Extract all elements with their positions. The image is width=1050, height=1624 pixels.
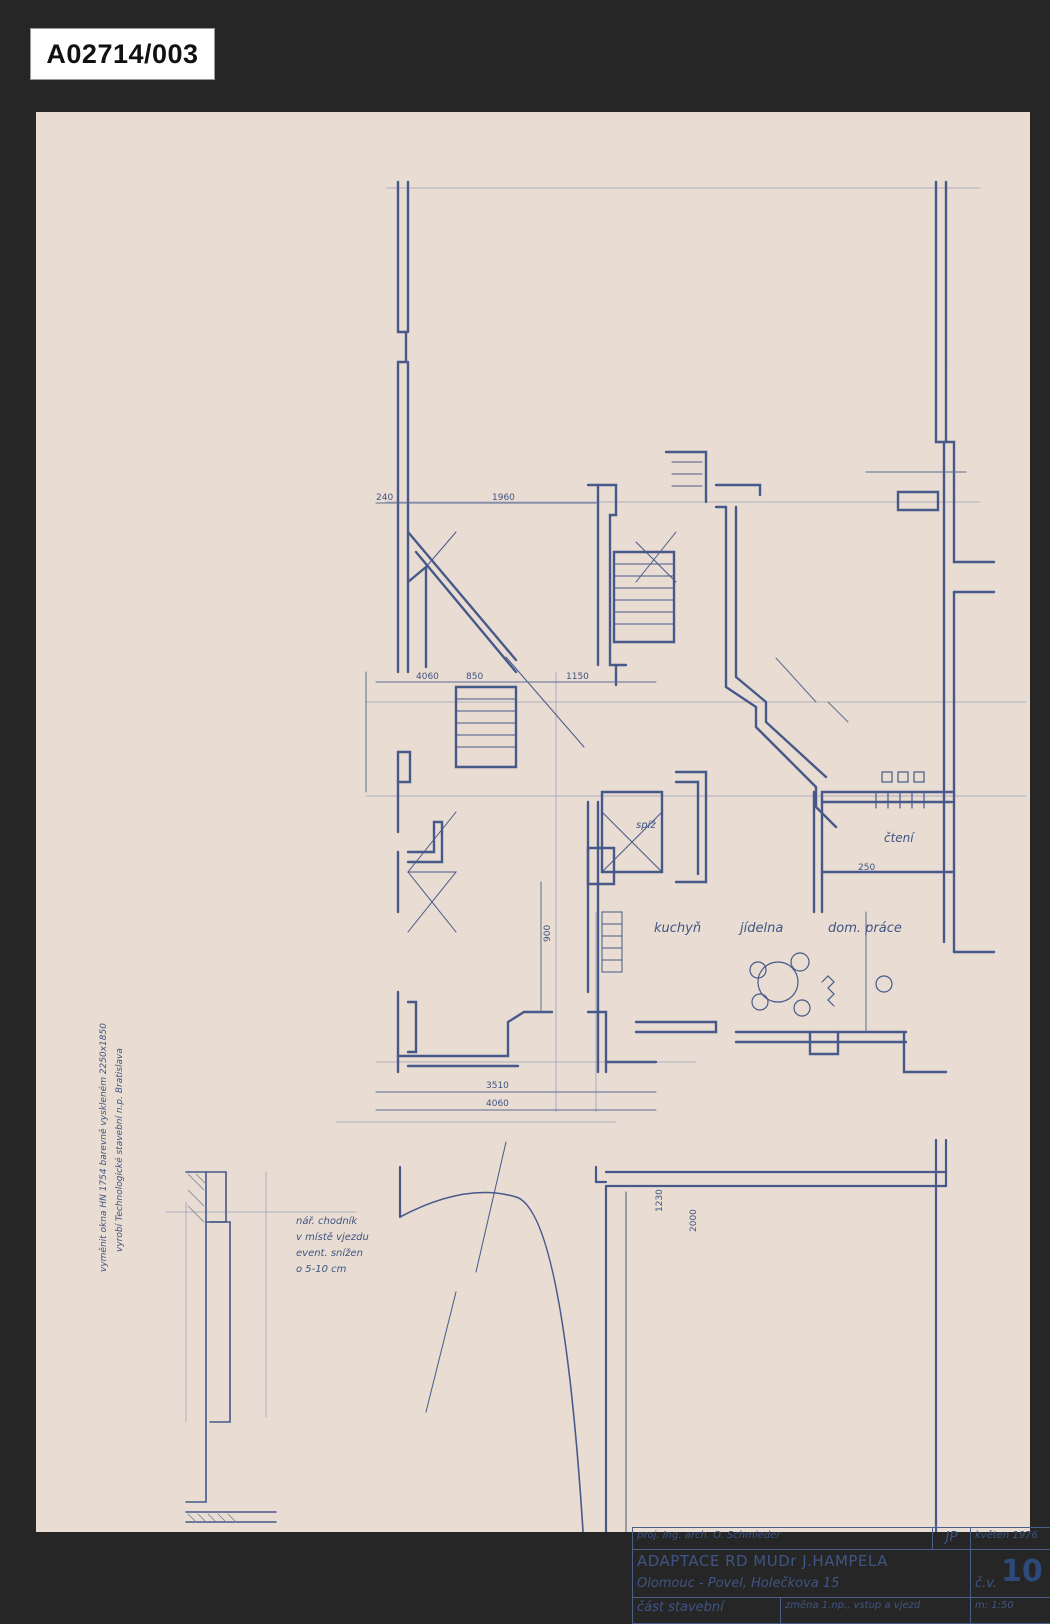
- street-note-line: v místě vjezdu: [296, 1231, 369, 1243]
- window-note-line: vyměnit okna HN 1754 barevně vyskleném 2…: [98, 1023, 109, 1272]
- scale-value: 1:50: [991, 1600, 1014, 1611]
- dimension-label: 850: [466, 672, 483, 682]
- street-note-line: event. snížen: [296, 1247, 363, 1259]
- dimension-label: 250: [858, 863, 875, 873]
- dimension-label: 3510: [486, 1081, 509, 1091]
- project-address: Olomouc - Povel, Holečkova 15: [633, 1574, 971, 1598]
- room-label-dining: jídelna: [738, 921, 783, 936]
- floor-plan-drawing: kuchyň jídelna dom. práce spíž čtení 196…: [98, 180, 1027, 1532]
- room-label-reading: čtení: [884, 831, 915, 845]
- room-label-kitchen: kuchyň: [654, 921, 701, 936]
- scale-label: m:: [975, 1600, 989, 1611]
- dimension-label: 1960: [492, 493, 515, 503]
- dimension-label: 4060: [486, 1099, 509, 1109]
- drawing-scale: m: 1:50: [971, 1598, 1050, 1623]
- sheet-number-box: č.v. 10: [971, 1550, 1050, 1598]
- dimension-label: 240: [376, 493, 393, 503]
- title-block-designer-row: proj. Ing. arch. O. Schmieder JP květen …: [633, 1528, 1050, 1550]
- dimension-label: 1150: [566, 672, 589, 682]
- title-block-content-row: část stavební změna 1.np., vstup a vjezd…: [633, 1598, 1050, 1623]
- drawing-date: květen 1976: [975, 1530, 1038, 1541]
- dimension-label: 4060: [416, 672, 439, 682]
- drawing-description: změna 1.np., vstup a vjezd: [781, 1598, 971, 1623]
- archive-reference-label: A02714/003: [30, 28, 215, 80]
- title-block-project-row: ADAPTACE RD MUDr J.HAMPELA Olomouc - Pov…: [633, 1550, 971, 1598]
- designer-initials: JP: [933, 1528, 971, 1549]
- room-label-pantry: spíž: [636, 819, 656, 831]
- window-note-line: vyrobí Technologické stavební n.p. Brati…: [114, 1048, 125, 1252]
- street-note-line: o 5-10 cm: [296, 1264, 347, 1275]
- dimension-label: 2000: [689, 1209, 699, 1232]
- dimension-label: 900: [543, 925, 553, 942]
- project-title: ADAPTACE RD MUDr J.HAMPELA: [633, 1550, 971, 1574]
- dimension-label: 1230: [655, 1189, 665, 1212]
- drawing-part: část stavební: [633, 1598, 781, 1623]
- blueprint-sheet: kuchyň jídelna dom. práce spíž čtení 196…: [36, 112, 1050, 1624]
- sheet-number-label: č.v.: [975, 1576, 998, 1591]
- street-note-line: nář. chodník: [296, 1215, 358, 1227]
- title-block: proj. Ing. arch. O. Schmieder JP květen …: [632, 1527, 1050, 1624]
- room-label-housework: dom. práce: [828, 921, 902, 936]
- sheet-number: 10: [1001, 1554, 1043, 1589]
- designer-signature: proj. Ing. arch. O. Schmieder: [633, 1528, 933, 1549]
